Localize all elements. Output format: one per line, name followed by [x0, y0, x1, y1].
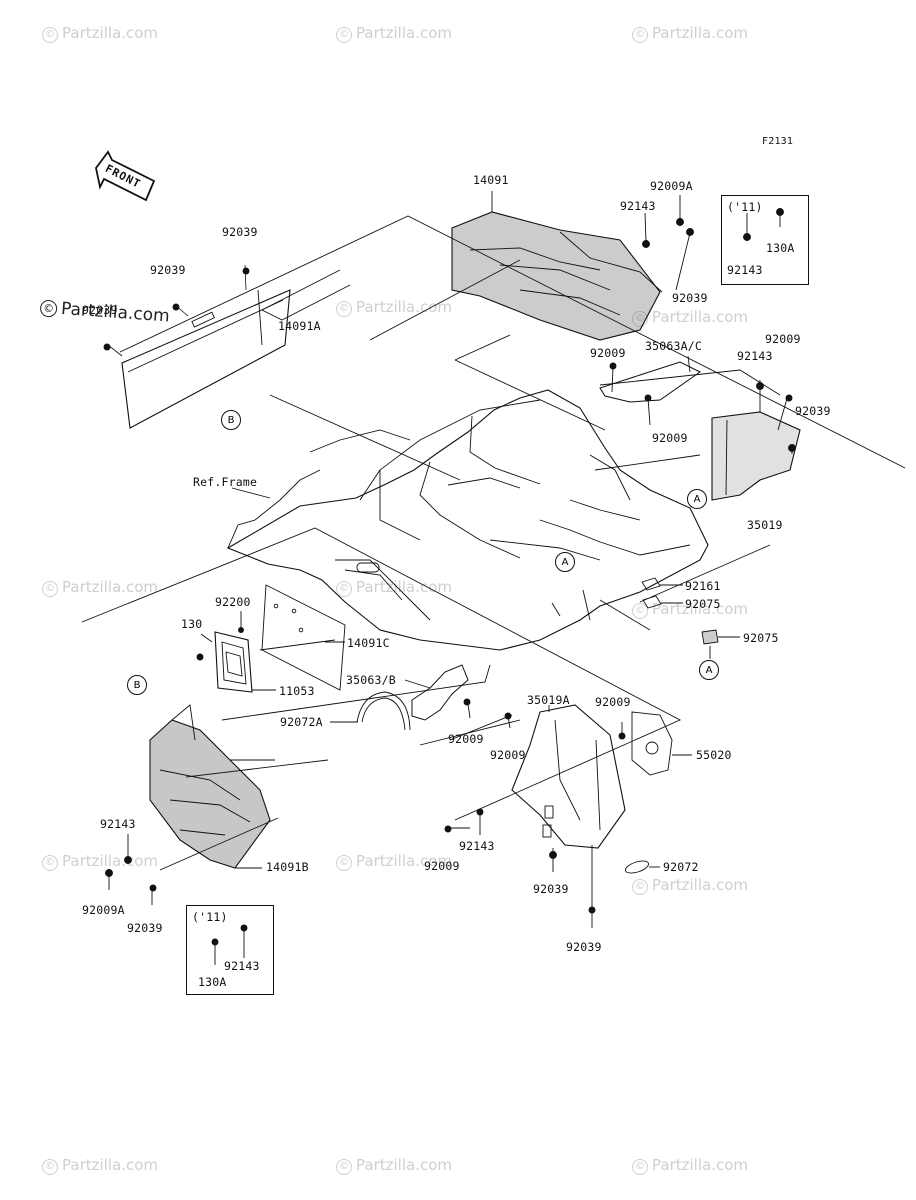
watermark: ©Partzilla.com	[336, 1156, 452, 1175]
part-label: 92143	[459, 839, 495, 853]
part-label: 11053	[279, 684, 315, 698]
watermark: ©Partzilla.com	[336, 578, 452, 597]
part-label: 92039	[533, 882, 569, 896]
part-label: 92009A	[650, 179, 693, 193]
part-label: 92143	[224, 959, 260, 973]
part-label: 14091B	[266, 860, 309, 874]
callout-a: A	[699, 660, 719, 680]
watermark: ©Partzilla.com	[632, 600, 748, 619]
part-label: 92009	[595, 695, 631, 709]
callout-a: A	[687, 489, 707, 509]
callout-a: A	[555, 552, 575, 572]
part-label: 55020	[696, 748, 732, 762]
part-label: 35063A/C	[645, 339, 702, 353]
part-label: 130	[181, 617, 203, 631]
part-label: 14091A	[278, 319, 321, 333]
part-label: 92075	[743, 631, 779, 645]
part-label: 92009	[424, 859, 460, 873]
watermark: ©Partzilla.com	[336, 298, 452, 317]
watermark: ©Partzilla.com	[336, 24, 452, 43]
part-label: 35019	[747, 518, 783, 532]
part-label: 35063/B	[346, 673, 396, 687]
watermark: ©Partzilla.com	[632, 308, 748, 327]
diagram-code: F2131	[762, 136, 794, 147]
part-label: 92039	[150, 263, 186, 277]
part-label: 92200	[215, 595, 251, 609]
part-label: 92143	[727, 263, 763, 277]
watermark: ©Partzilla.com	[42, 24, 158, 43]
callout-b: B	[127, 675, 147, 695]
part-label: 92039	[566, 940, 602, 954]
part-label: 92075	[685, 597, 721, 611]
watermark: ©Partzilla.com	[42, 852, 158, 871]
part-label: 92143	[620, 199, 656, 213]
front-arrow-icon	[95, 150, 156, 202]
part-label: 92039	[127, 921, 163, 935]
watermark: ©Partzilla.com	[632, 24, 748, 43]
part-label: 92009	[765, 332, 801, 346]
part-label: 92009	[590, 346, 626, 360]
note-year: ('11)	[192, 910, 228, 924]
part-label: 92072	[663, 860, 699, 874]
watermark: ©Partzilla.com	[42, 1156, 158, 1175]
part-label: 92161	[685, 579, 721, 593]
watermark: ©Partzilla.com	[632, 1156, 748, 1175]
part-label: 92009	[490, 748, 526, 762]
part-label: 92009	[652, 431, 688, 445]
watermark: ©Partzilla.com	[632, 876, 748, 895]
part-label: 92072A	[280, 715, 323, 729]
part-label: 92039	[82, 303, 118, 317]
watermark: ©Partzilla.com	[336, 852, 452, 871]
part-label: 35019A	[527, 693, 570, 707]
part-label: 130A	[766, 241, 795, 255]
part-label: 92009	[448, 732, 484, 746]
part-label: 92039	[672, 291, 708, 305]
part-label: 92009A	[82, 903, 125, 917]
part-label: 14091C	[347, 636, 390, 650]
ref-frame-label: Ref.Frame	[193, 475, 258, 489]
watermark: ©Partzilla.com	[42, 578, 158, 597]
note-year: ('11)	[727, 200, 763, 214]
part-label: 92039	[222, 225, 258, 239]
part-label: 92039	[795, 404, 831, 418]
note-box-bottom	[186, 905, 274, 995]
part-label: 14091	[473, 173, 509, 187]
part-label: 130A	[198, 975, 227, 989]
callout-b: B	[221, 410, 241, 430]
note-box-top	[721, 195, 809, 285]
part-label: 92143	[737, 349, 773, 363]
part-label: 92143	[100, 817, 136, 831]
